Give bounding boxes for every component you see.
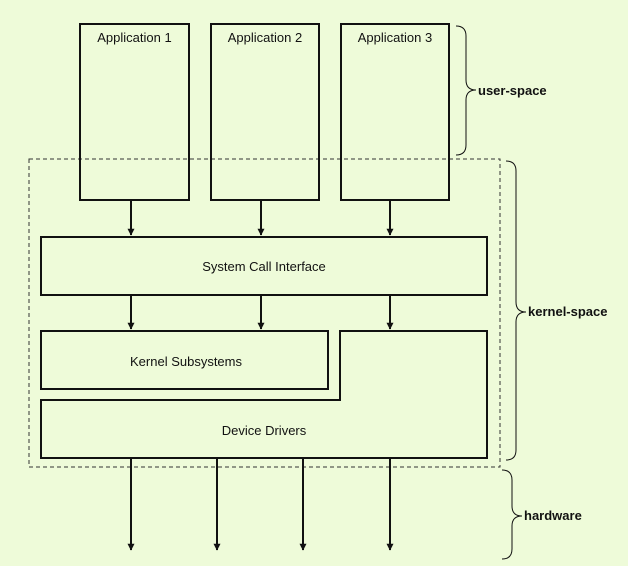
- user-space-brace: [455, 25, 477, 156]
- application-3-label: Application 3: [358, 30, 432, 45]
- application-2-label: Application 2: [228, 30, 302, 45]
- hardware-brace: [501, 469, 523, 560]
- kernel-space-label: kernel-space: [528, 304, 608, 319]
- kernel-space-brace: [505, 160, 527, 461]
- hardware-label: hardware: [524, 508, 582, 523]
- system-call-interface-box: [40, 236, 488, 296]
- kernel-subsystems-label: Kernel Subsystems: [130, 354, 242, 369]
- application-2-box: [210, 23, 320, 201]
- kernel-subsystems-box: [40, 330, 329, 390]
- device-drivers-label: Device Drivers: [222, 423, 307, 438]
- application-3-box: [340, 23, 450, 201]
- kernel-space-region: [28, 158, 501, 468]
- application-1-label: Application 1: [97, 30, 171, 45]
- device-drivers-box: [40, 330, 488, 459]
- user-space-label: user-space: [478, 83, 547, 98]
- application-1-box: [79, 23, 190, 201]
- system-call-interface-label: System Call Interface: [202, 259, 326, 274]
